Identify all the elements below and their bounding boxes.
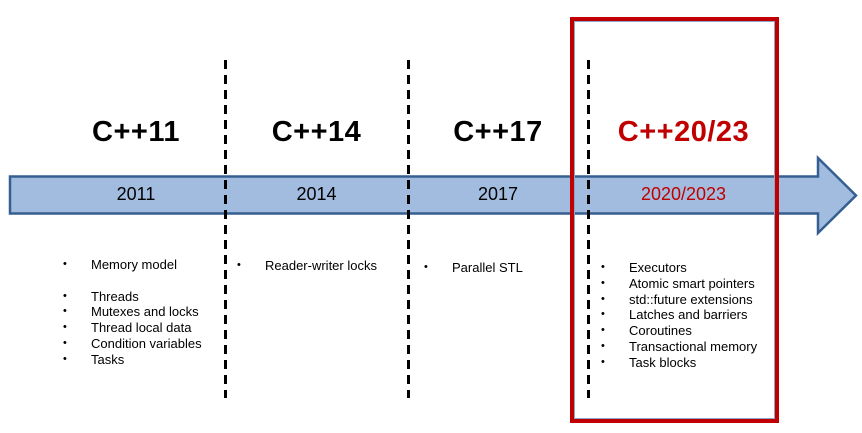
feature-label: Reader-writer locks: [265, 258, 377, 273]
column-cpp17: C++17 2017 • Parallel STL: [408, 0, 588, 433]
dashed-divider-2: [407, 60, 410, 398]
feature-item: • Latches and barriers: [601, 307, 757, 323]
feature-item: • Parallel STL: [424, 260, 523, 276]
bullet-icon: •: [63, 321, 67, 334]
feature-label: Latches and barriers: [629, 307, 748, 323]
bullet-icon: •: [237, 259, 241, 271]
feature-item: • Task blocks: [601, 355, 757, 371]
feature-list-cpp20-23: •Executors•Atomic smart pointers•std::fu…: [601, 260, 757, 371]
feature-list-cpp17: • Parallel STL: [424, 260, 523, 276]
feature-label: std::future extensions: [629, 291, 753, 307]
feature-spacer: [63, 273, 202, 289]
feature-label: Threads: [91, 288, 139, 304]
feature-item: • std::future extensions: [601, 292, 757, 308]
feature-item: • Atomic smart pointers: [601, 276, 757, 292]
feature-label: Memory model: [91, 257, 177, 272]
feature-item: • Tasks: [63, 352, 202, 368]
feature-list-cpp11: •Memory model•Threads•Mutexes and locks•…: [63, 257, 202, 368]
feature-label: Parallel STL: [452, 260, 523, 275]
year-label-2017: 2017: [477, 184, 519, 204]
bullet-icon: •: [63, 336, 67, 349]
column-cpp11: C++11 2011 • Memory model • Threads • Mutexes…: [38, 0, 234, 433]
year-label-2014: 2014: [296, 184, 337, 204]
feature-item: • Thread local data: [63, 320, 202, 336]
bullet-icon: •: [601, 261, 605, 273]
year-label-2011: 2011: [116, 184, 156, 204]
feature-item: • Executors: [601, 260, 757, 276]
feature-label: Executors: [629, 260, 687, 275]
feature-item: • Coroutines: [601, 323, 757, 339]
standard-title-cpp11: C++11: [92, 116, 180, 148]
bullet-icon: •: [63, 289, 67, 302]
dashed-divider-3: [587, 60, 590, 398]
feature-item: • Condition variables: [63, 336, 202, 352]
arrow-shape: [8, 155, 858, 236]
feature-list-cpp14: • Reader-writer locks: [237, 258, 377, 274]
feature-item: • Mutexes and locks: [63, 304, 202, 320]
year-label-2020-2023: 2020/2023: [640, 184, 727, 204]
bullet-icon: •: [63, 352, 67, 365]
feature-item: • Memory model: [63, 257, 202, 273]
feature-label: Condition variables: [91, 335, 202, 351]
feature-label: Transactional memory: [629, 338, 758, 354]
dashed-divider-1: [224, 60, 227, 398]
bullet-icon: •: [601, 324, 605, 337]
feature-label: Coroutines: [629, 323, 692, 339]
bullet-icon: •: [601, 292, 605, 305]
bullet-icon: •: [601, 355, 605, 368]
feature-label: Atomic smart pointers: [629, 275, 755, 291]
bullet-icon: •: [601, 308, 605, 321]
bullet-icon: •: [601, 276, 605, 289]
bullet-icon: •: [424, 261, 428, 273]
bullet-icon: •: [63, 305, 67, 318]
feature-label: Tasks: [91, 351, 125, 367]
standard-title-cpp17: C++17: [453, 116, 543, 148]
feature-item: • Threads: [63, 289, 202, 305]
feature-label: Task blocks: [629, 354, 697, 370]
column-cpp20-23: C++20/23 2020/2023 • Executors • Atomic sma…: [588, 0, 779, 433]
bullet-icon: •: [63, 258, 67, 270]
standard-title-cpp14: C++14: [271, 116, 362, 148]
feature-item: • Transactional memory: [601, 339, 757, 355]
feature-label: Thread local data: [91, 320, 192, 336]
standard-title-cpp20-23: C++20/23: [617, 116, 750, 148]
feature-item: • Reader-writer locks: [237, 258, 377, 274]
bullet-icon: •: [601, 339, 605, 352]
column-cpp14: C++14 2014 • Reader-writer locks: [225, 0, 408, 433]
feature-label: Mutexes and locks: [91, 304, 199, 320]
